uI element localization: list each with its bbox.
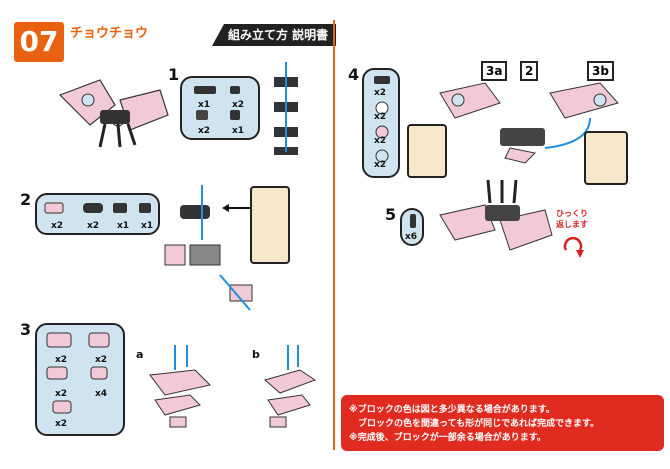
- step-2-count-1: x2: [51, 221, 64, 231]
- notice-box: ※ブロックの色は図と多少異なる場合があります。 ブロックの色を間違っても形が同じ…: [341, 395, 664, 451]
- notice-line-2: ブロックの色を間違っても形が同じであれば完成できます。: [349, 419, 600, 429]
- step-1-count-1: x1: [198, 100, 211, 110]
- step-5-assembly: [439, 179, 553, 251]
- rotate-icon: [563, 236, 584, 258]
- step-4-parts-icons: [374, 76, 390, 163]
- step-3-count-1: x2: [55, 355, 68, 365]
- flip-line-1: ひっくり: [556, 209, 588, 218]
- step-4-inset-left: [407, 124, 447, 178]
- step-3-count-3: x2: [55, 389, 68, 399]
- step-2-assembly: [164, 185, 253, 311]
- step-3-parts-box: x2 x2 x2 x4 x2: [35, 323, 125, 436]
- notice-line-3: ※完成後、ブロックが一部余る場合があります。: [349, 433, 546, 443]
- step-3-parts-icons: [46, 332, 110, 414]
- step-4-count-4: x2: [374, 160, 387, 170]
- step-1-count-2: x2: [232, 100, 245, 110]
- model-title: チョウチョウ: [70, 26, 149, 41]
- flip-line-2: 返します: [556, 220, 588, 229]
- step-5-number: 5: [385, 205, 397, 224]
- step-2-inset: [250, 186, 290, 264]
- step-4-assembly: [439, 82, 619, 164]
- step-2-parts-icons: [44, 202, 151, 214]
- step-2-parts-box: x2 x2 x1 x1: [35, 193, 160, 235]
- flip-instruction: ひっくり 返します: [556, 208, 588, 230]
- step-2-number: 2: [20, 190, 32, 209]
- step-5-parts-icon: [410, 214, 416, 228]
- step-3-count-5: x2: [55, 419, 68, 429]
- step-2-count-2: x2: [87, 221, 100, 231]
- step-5-parts-box: x6: [400, 208, 424, 246]
- step-2-count-4: x1: [141, 221, 154, 231]
- step-4-number: 4: [348, 65, 360, 84]
- step-1-count-4: x1: [232, 126, 245, 136]
- step-4-count-2: x2: [374, 112, 387, 122]
- step-1-assembly: [274, 62, 298, 155]
- step-3-count-2: x2: [95, 355, 108, 365]
- step-3a-label: a: [136, 348, 144, 361]
- step-2-count-3: x1: [117, 221, 130, 231]
- step-4-tag-3a: 3a: [481, 61, 508, 81]
- notice-line-1: ※ブロックの色は図と多少異なる場合があります。: [349, 405, 555, 415]
- step-4-tag-3b: 3b: [587, 61, 614, 81]
- step-1-parts-box: x1 x2 x2 x1: [180, 76, 260, 140]
- step-1-parts-icons: [194, 86, 240, 120]
- step-4-parts-box: x2 x2 x2 x2: [362, 68, 400, 178]
- page-divider: [333, 20, 335, 450]
- step-2-inset-arrow: [222, 204, 250, 212]
- step-4-count-1: x2: [374, 88, 387, 98]
- step-1-number: 1: [168, 65, 180, 84]
- model-number-badge: 07: [14, 22, 64, 62]
- step-4-count-3: x2: [374, 136, 387, 146]
- step-5-count: x6: [405, 232, 418, 242]
- step-4-tag-2: 2: [520, 61, 539, 81]
- step-3-number: 3: [20, 320, 32, 339]
- step-3-count-4: x4: [95, 389, 108, 399]
- finished-butterfly-illustration: [58, 79, 169, 148]
- step-4-inset-right: [584, 131, 628, 185]
- step-3a-assembly: [149, 345, 211, 428]
- step-3b-label: b: [252, 348, 260, 361]
- step-1-count-3: x2: [198, 126, 211, 136]
- manual-label: 組み立て方 説明書: [212, 24, 337, 46]
- step-3b-assembly: [263, 345, 317, 428]
